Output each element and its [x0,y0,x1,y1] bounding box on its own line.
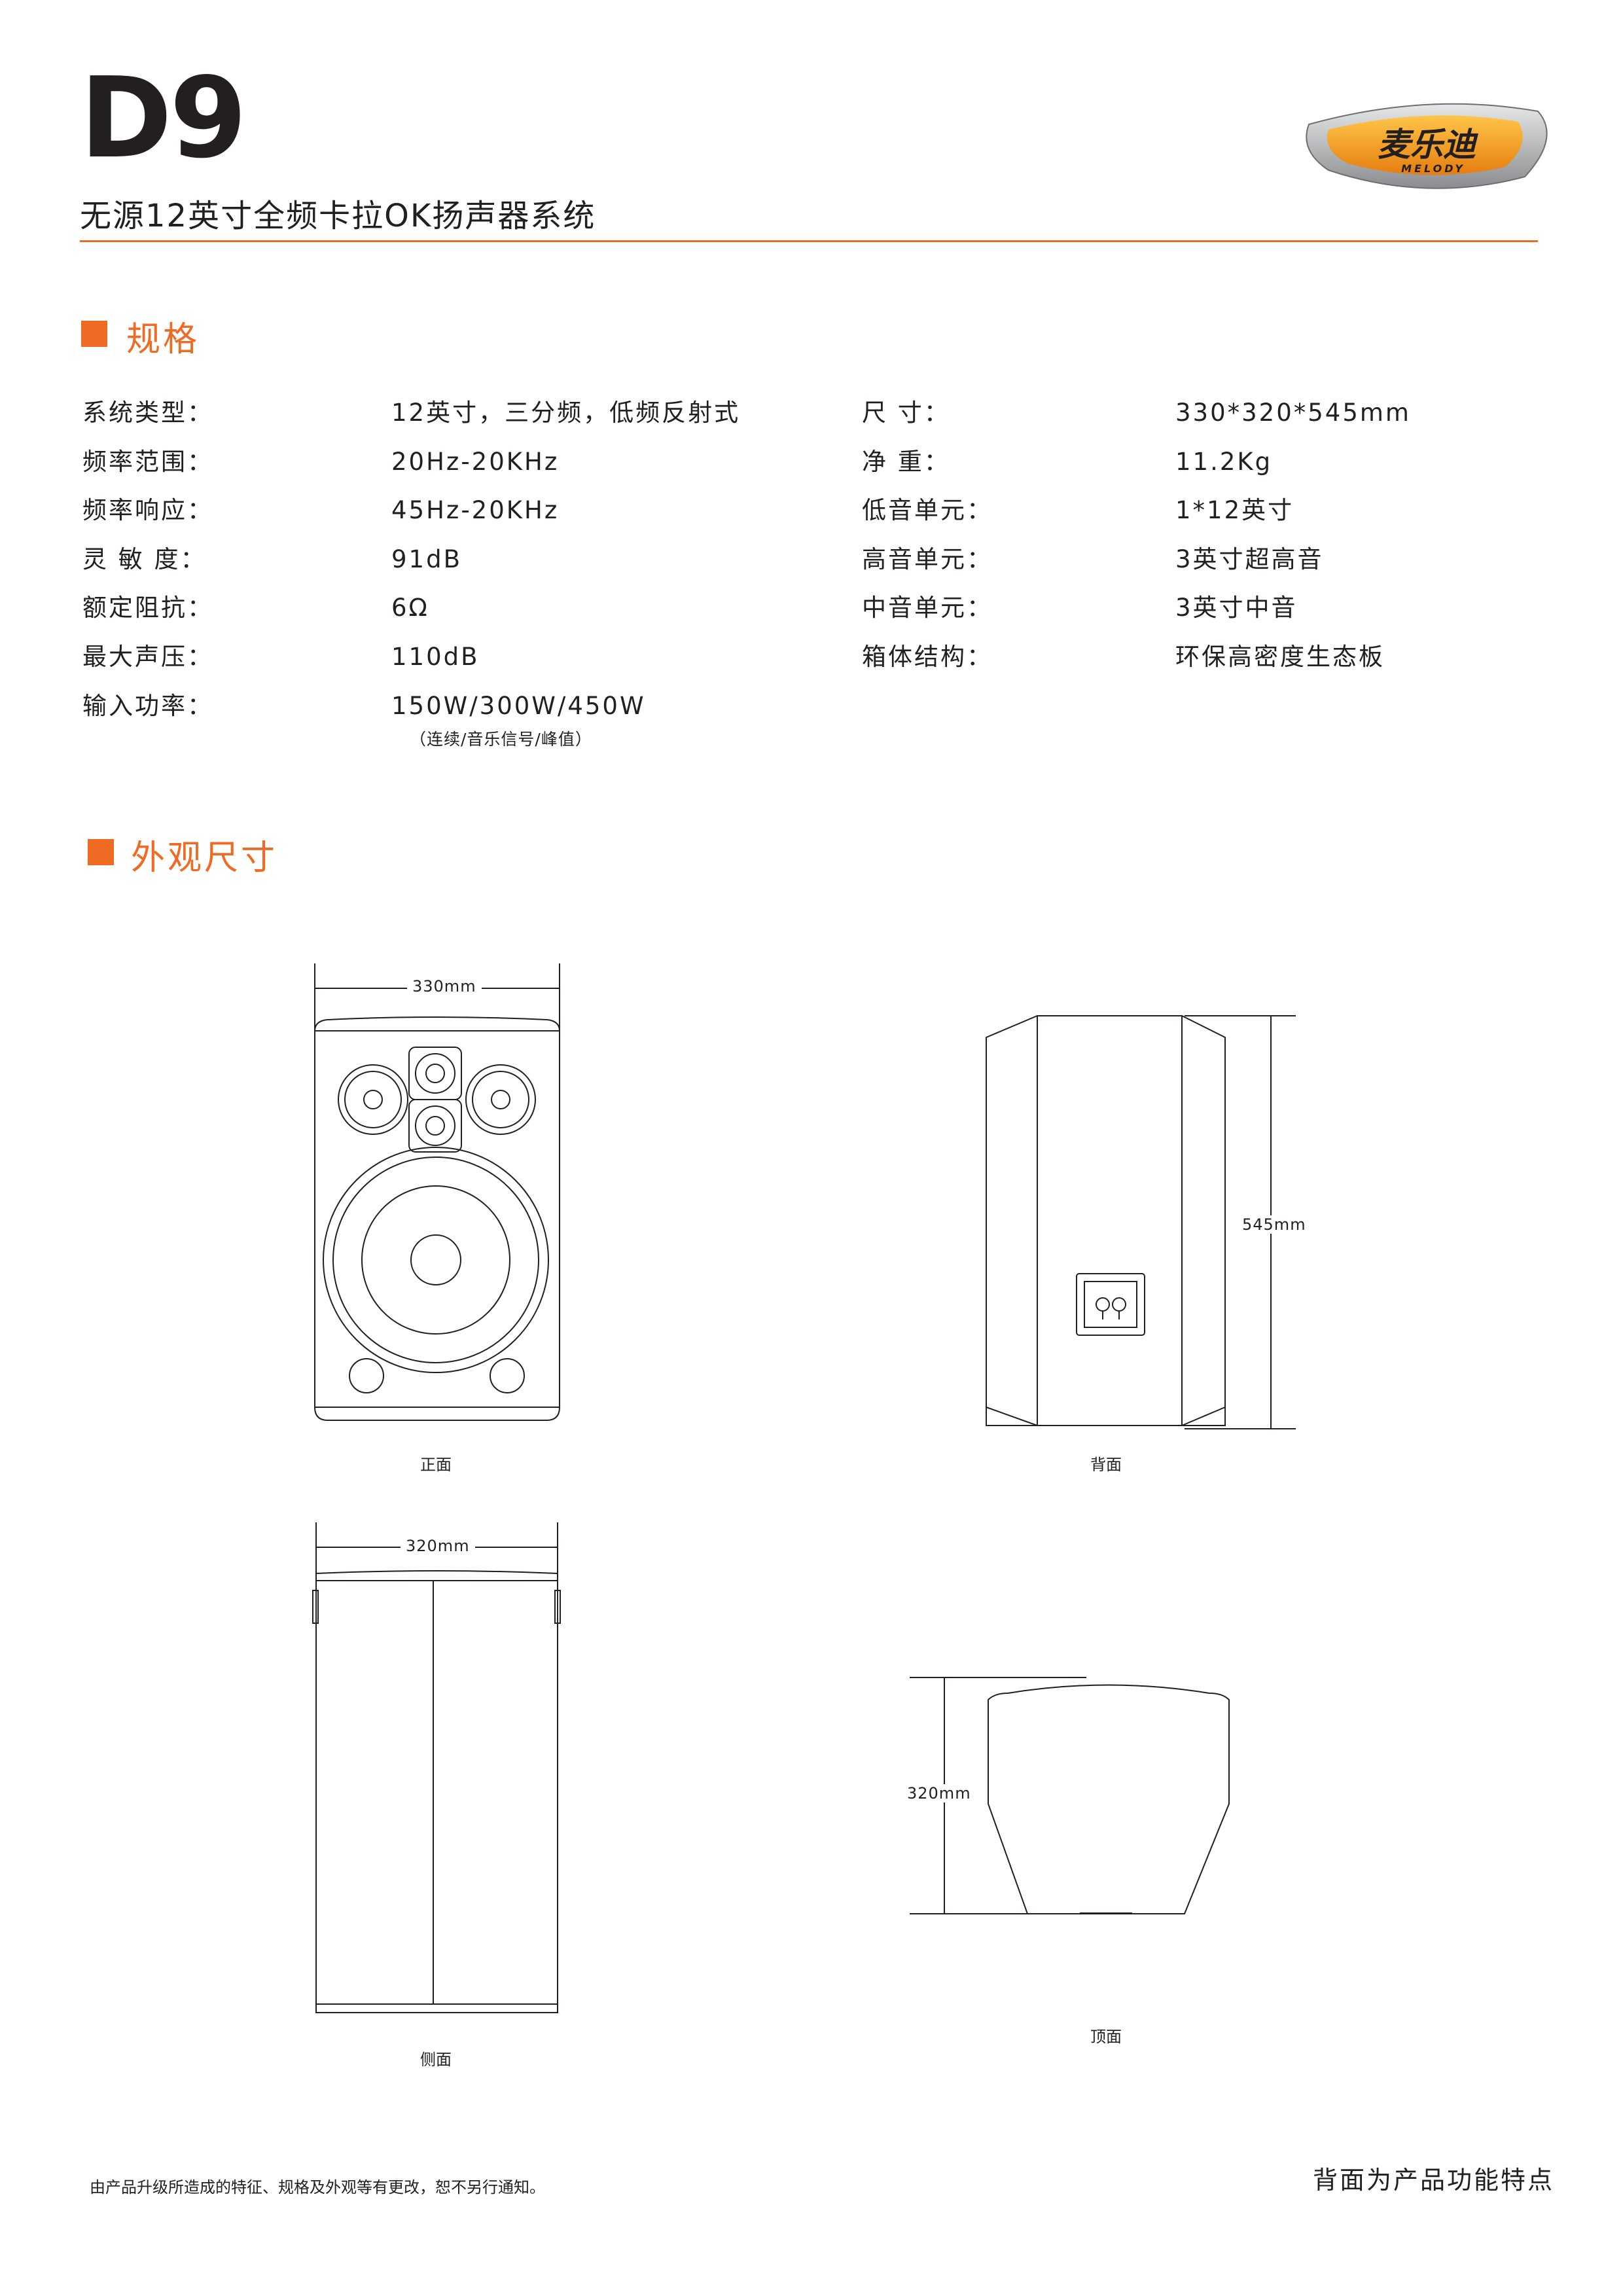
back-view [986,1015,1296,1429]
back-height-dim: 545mm [1237,1215,1311,1234]
spec-value: 3英寸中音 [1175,594,1298,622]
spec-value: 150W/300W/450W [391,692,646,720]
spec-value: 11.2Kg [1175,448,1273,476]
front-view [314,963,560,1421]
back-view-caption: 背面 [1090,1456,1122,1474]
section-marker [81,321,107,347]
specs-section-title: 规格 [126,320,200,359]
spec-label: 频率响应： [82,496,213,524]
spec-value: 45Hz-20KHz [391,496,560,524]
spec-label: 系统类型： [82,399,213,427]
spec-value: 环保高密度生态板 [1175,643,1385,671]
spec-value: 91dB [391,545,462,573]
spec-note: （连续/音乐信号/峰值） [410,730,592,749]
spec-label: 输入功率： [82,692,213,720]
spec-value: 3英寸超高音 [1175,545,1324,573]
footer-disclaimer: 由产品升级所造成的特征、规格及外观等有更改，恕不另行通知。 [90,2178,545,2197]
header-rule [80,240,1538,242]
spec-label: 高音单元： [862,545,993,573]
spec-value: 110dB [391,643,480,671]
side-width-dim: 320mm [401,1537,475,1555]
footer-note: 背面为产品功能特点 [1313,2166,1555,2195]
spec-label: 尺 寸： [862,399,950,427]
section-marker [88,839,114,865]
logo-text: 麦乐迪 [1378,126,1478,164]
spec-value: 330*320*545mm [1175,399,1411,427]
spec-label: 频率范围： [82,448,213,476]
spec-label: 净 重： [862,448,950,476]
side-view [312,1522,561,2013]
spec-label: 最大声压： [82,643,213,671]
spec-value: 20Hz-20KHz [391,448,560,476]
spec-value: 6Ω [391,594,429,622]
top-depth-dim: 320mm [902,1784,976,1803]
top-view-caption: 顶面 [1090,2028,1122,2046]
spec-label: 灵 敏 度： [82,545,207,573]
spec-label: 额定阻抗： [82,594,213,622]
spec-label: 低音单元： [862,496,993,524]
front-view-caption: 正面 [420,1456,452,1474]
model-name: D9 [80,54,247,183]
spec-label: 箱体结构： [862,643,993,671]
spec-value: 1*12英寸 [1175,496,1294,524]
spec-label: 中音单元： [862,594,993,622]
logo-subtext: MELODY [1401,162,1465,175]
brand-logo: 麦乐迪 MELODY [1306,103,1548,189]
side-view-caption: 侧面 [420,2051,452,2069]
dimensions-section-title: 外观尺寸 [131,838,278,878]
spec-value: 12英寸，三分频，低频反射式 [391,399,741,427]
product-subtitle: 无源12英寸全频卡拉OK扬声器系统 [80,198,596,234]
front-width-dim: 330mm [407,977,482,996]
